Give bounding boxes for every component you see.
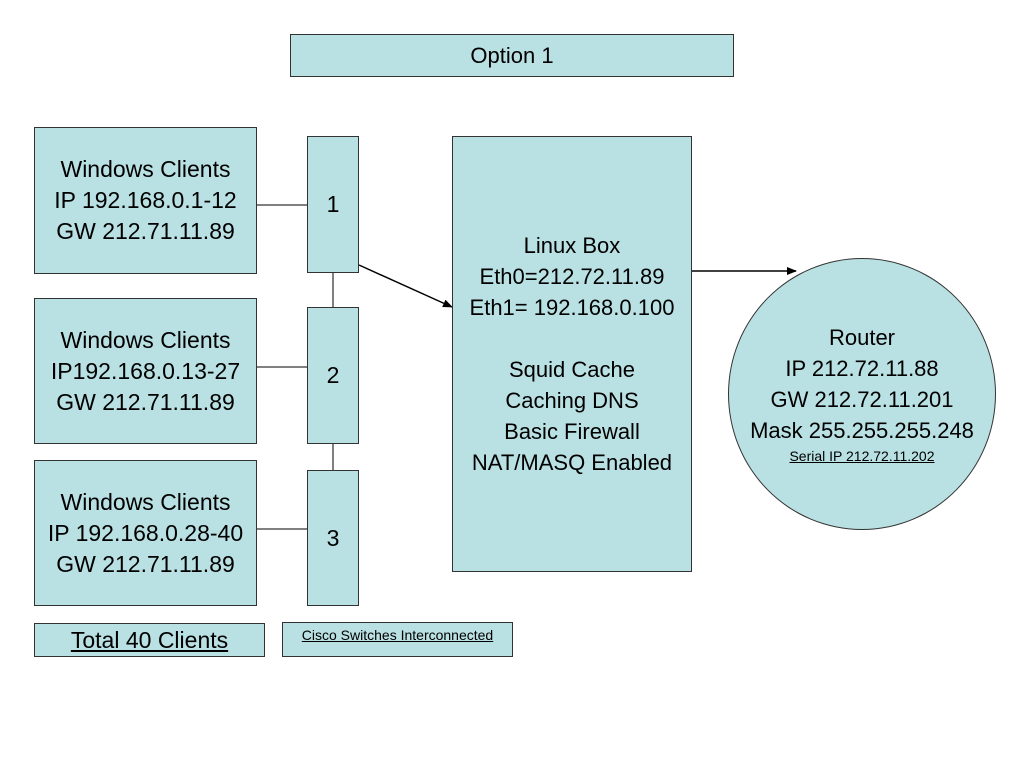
total-clients-box: Total 40 Clients [34,623,265,657]
linux-box: Linux Box Eth0=212.72.11.89 Eth1= 192.16… [452,136,692,572]
switches-caption-box: Cisco Switches Interconnected [282,622,513,657]
client-group-3-ip: IP 192.168.0.28-40 [47,519,244,546]
switch-1: 1 [307,136,359,273]
diagram-title: Option 1 [290,34,734,77]
router-mask: Mask 255.255.255.248 [750,418,974,443]
client-group-1: Windows Clients IP 192.168.0.1-12 GW 212… [34,127,257,274]
linux-box-eth0: Eth0=212.72.11.89 [479,264,665,289]
linux-service-firewall: Basic Firewall [504,419,640,444]
client-group-3: Windows Clients IP 192.168.0.28-40 GW 21… [34,460,257,606]
switch-3-label: 3 [326,524,340,551]
diagram-title-text: Option 1 [470,42,554,68]
switch-3: 3 [307,470,359,606]
linux-box-eth1: Eth1= 192.168.0.100 [469,295,675,320]
client-group-2-name: Windows Clients [60,326,231,353]
client-group-1-gw: GW 212.71.11.89 [56,218,235,244]
switch-1-label: 1 [326,191,340,217]
linux-service-dns: Caching DNS [505,388,639,413]
router-gw: GW 212.72.11.201 [770,387,954,412]
client-group-3-gw: GW 212.71.11.89 [56,550,235,577]
switch-2: 2 [307,307,359,444]
client-group-2-ip: IP192.168.0.13-27 [50,357,241,384]
client-group-1-ip: IP 192.168.0.1-12 [54,187,237,213]
linux-service-squid: Squid Cache [509,357,635,382]
client-group-3-name: Windows Clients [60,488,231,515]
client-group-2: Windows Clients IP192.168.0.13-27 GW 212… [34,298,257,444]
switches-caption-text: Cisco Switches Interconnected [301,627,494,643]
router: Router IP 212.72.11.88 GW 212.72.11.201 … [728,258,996,530]
linux-box-title: Linux Box [523,233,621,258]
router-ip: IP 212.72.11.88 [785,356,939,381]
router-title: Router [828,325,896,350]
switch-1-to-linux-arrow [358,264,453,308]
client-group-2-gw: GW 212.71.11.89 [56,388,235,415]
linux-service-nat: NAT/MASQ Enabled [471,450,673,475]
switch-2-label: 2 [326,362,340,388]
client-group-1-name: Windows Clients [60,156,231,182]
router-serial-ip: Serial IP 212.72.11.202 [789,448,935,464]
linux-box-spacer [470,323,675,354]
total-clients-text: Total 40 Clients [70,626,229,653]
